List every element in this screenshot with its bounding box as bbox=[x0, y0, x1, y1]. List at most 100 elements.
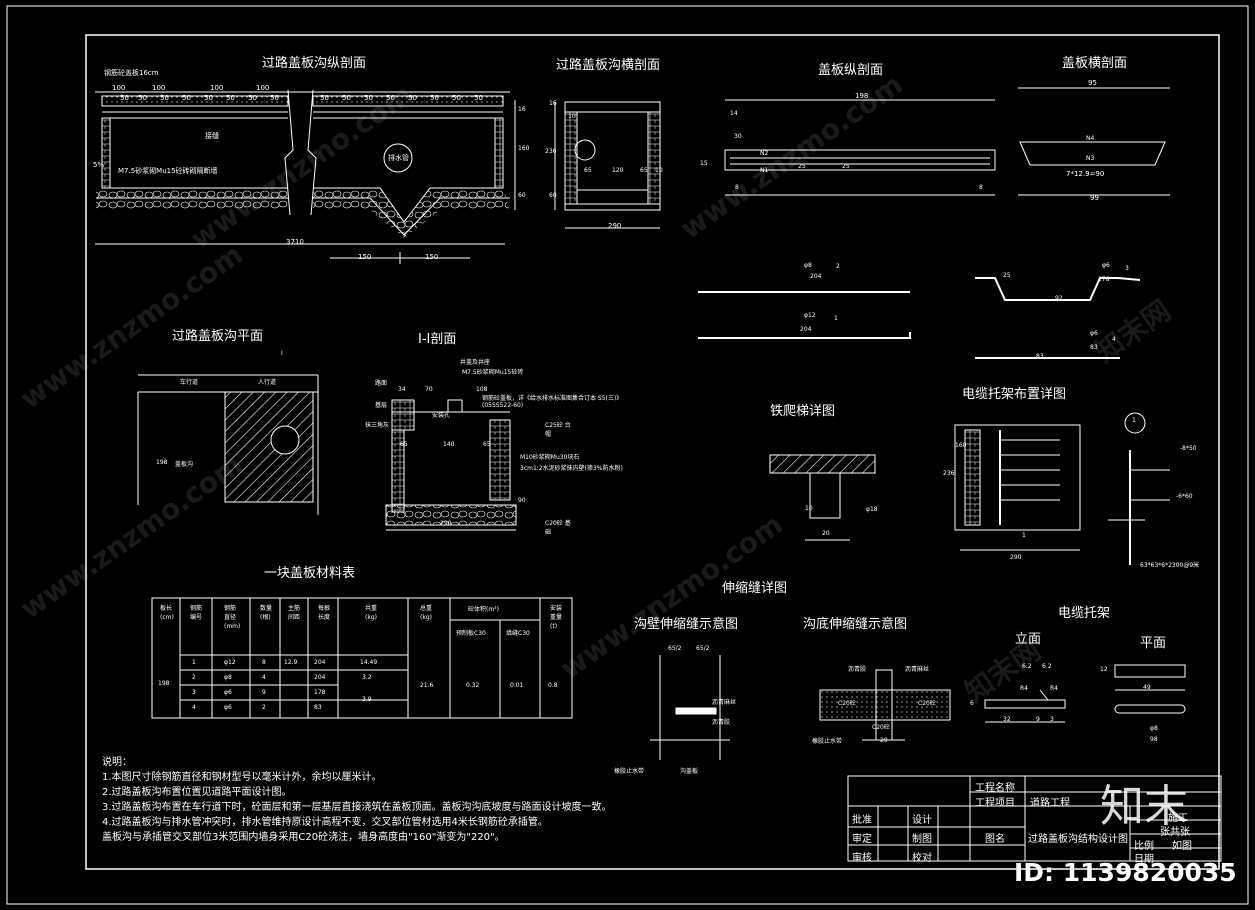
table-header: 每根长度 bbox=[318, 605, 331, 621]
dim: 92 bbox=[1055, 295, 1063, 302]
table-subheader: 预制板C30 bbox=[456, 630, 486, 637]
tb-stage: 施工 bbox=[1168, 813, 1188, 824]
table-header: 主筋间距 bbox=[288, 605, 301, 621]
title-wall-joint: 沟壁伸缩缝示意图 bbox=[634, 617, 739, 632]
rack-label: 290 bbox=[1010, 554, 1022, 561]
rebar-spec: φ6 bbox=[1090, 330, 1098, 337]
section-label: 路面 bbox=[375, 380, 388, 387]
rebar-mark: 3 bbox=[1125, 265, 1129, 272]
rebar-len: 178 bbox=[1098, 276, 1110, 283]
tb-drawing-name-label: 图名 bbox=[985, 834, 1005, 845]
dim: 83 bbox=[1036, 353, 1044, 360]
long-total: 3710 bbox=[286, 238, 304, 246]
rebar-details bbox=[698, 277, 1141, 359]
dim: 50 bbox=[182, 94, 191, 102]
dim: 65 bbox=[640, 167, 648, 174]
title-ladder: 铁爬梯详图 bbox=[770, 404, 836, 419]
dim: 50 bbox=[248, 94, 257, 102]
section-label: 安装孔 bbox=[432, 412, 451, 419]
dim: 50 bbox=[138, 94, 147, 102]
table-cell: 204 bbox=[314, 674, 326, 681]
section-label: 抹三角灰 bbox=[365, 422, 390, 429]
table-header: 板长(cm) bbox=[160, 605, 174, 621]
table-cell: 21.6 bbox=[420, 682, 434, 689]
dim: 50 bbox=[430, 94, 439, 102]
plan-lane: 人行道 bbox=[258, 379, 277, 386]
dim: 108 bbox=[476, 386, 488, 393]
wall-joint-drawing bbox=[650, 655, 730, 760]
joint-label: 20 bbox=[880, 737, 888, 744]
plan-lane: 车行道 bbox=[180, 379, 199, 386]
dim: 50 bbox=[226, 94, 235, 102]
ladder-label: φ18 bbox=[866, 506, 878, 513]
table-cell: 8 bbox=[262, 659, 266, 666]
tb-proof: 校对 bbox=[912, 853, 932, 864]
table-cell: 0.8 bbox=[548, 682, 558, 689]
table-cell: 83 bbox=[314, 704, 322, 711]
title-cover-long: 盖板纵剖面 bbox=[818, 63, 884, 78]
dim: 140 bbox=[443, 441, 455, 448]
section-label: C25砼 台帽 bbox=[545, 422, 571, 438]
dim: 65 bbox=[400, 441, 408, 448]
cover-long-drawing bbox=[724, 99, 996, 196]
section-label: 基层 bbox=[375, 402, 388, 409]
tb-project-item-value: 道路工程 bbox=[1030, 798, 1070, 809]
cover-cross-drawing bbox=[1018, 87, 1170, 196]
table-cell: φ6 bbox=[224, 704, 232, 711]
dim: 25 bbox=[1003, 272, 1011, 279]
tray-label: 6 bbox=[970, 700, 974, 707]
table-cell: 2 bbox=[192, 674, 196, 681]
table-cell: 9 bbox=[262, 689, 266, 696]
title-material-table: 一块盖板材料表 bbox=[264, 566, 356, 581]
rebar-spec: φ6 bbox=[1102, 262, 1110, 269]
dim: 50 bbox=[342, 94, 351, 102]
table-header: 共重(kg) bbox=[365, 605, 378, 621]
tray-label: 12 bbox=[1100, 666, 1108, 673]
title-expansion: 伸缩缝详图 bbox=[722, 581, 788, 596]
inner-frame bbox=[85, 34, 1220, 870]
title-long-section: 过路盖板沟纵剖面 bbox=[262, 56, 367, 71]
dim: 50 bbox=[120, 94, 129, 102]
note-line: 2.过路盖板沟布置位置见道路平面设计图。 bbox=[102, 787, 292, 798]
dim: 100 bbox=[152, 84, 166, 92]
table-cell: 4 bbox=[262, 674, 266, 681]
rebar-mark: 1 bbox=[834, 315, 838, 322]
joint-label: 沥青麻丝 bbox=[905, 666, 930, 673]
tb-scale-label: 比例 bbox=[1134, 841, 1154, 852]
dim: 50 bbox=[408, 94, 417, 102]
long-half: 150 bbox=[358, 253, 372, 261]
table-cell: 4 bbox=[192, 704, 196, 711]
joint-label: 沟盖板 bbox=[680, 768, 699, 775]
joint-label: 65/2 bbox=[668, 645, 682, 652]
dim: 34 bbox=[398, 386, 406, 393]
section-label: 3cm1:2水泥砂浆抹内壁(掺3%防水粉) bbox=[520, 465, 623, 472]
dim: 50 bbox=[160, 94, 169, 102]
plan-dim: 198 bbox=[156, 459, 168, 466]
cross-section-drawing bbox=[554, 101, 661, 229]
table-header: 钢筋直径(mm) bbox=[224, 605, 241, 630]
dim: 30 bbox=[734, 133, 742, 140]
tray-label: R4 bbox=[1020, 685, 1028, 692]
joint-label: 沥青胶 bbox=[848, 666, 867, 673]
dim: 16 bbox=[518, 106, 526, 113]
dim: 60 bbox=[518, 192, 526, 199]
table-cell: 198 bbox=[158, 680, 170, 687]
rack-label: 63*63*6*2300@9米 bbox=[1140, 562, 1200, 569]
rack-label: -8*50 bbox=[1180, 445, 1197, 452]
dim: 198 bbox=[855, 92, 869, 100]
title-section-ii: I-I剖面 bbox=[418, 332, 457, 347]
table-cell: 3 bbox=[192, 689, 196, 696]
rebar-spec: φ8 bbox=[804, 262, 812, 269]
dim: 7*12.9=90 bbox=[1066, 170, 1105, 178]
table-header: 钢筋编号 bbox=[190, 605, 203, 621]
rack-label: 236 bbox=[943, 470, 955, 477]
image-id: ID: 1139820035 bbox=[1014, 858, 1237, 887]
dim: 10 bbox=[655, 167, 663, 174]
long-section-drawing bbox=[95, 89, 516, 264]
table-cell: 3.9 bbox=[362, 696, 372, 703]
table-header: 安装重量(t) bbox=[550, 605, 563, 630]
joint-label: C20砼 bbox=[872, 724, 890, 731]
section-label: 井盖及井座 bbox=[460, 359, 491, 366]
tb-drawing-name: 过路盖板沟结构设计图 bbox=[1028, 834, 1128, 845]
